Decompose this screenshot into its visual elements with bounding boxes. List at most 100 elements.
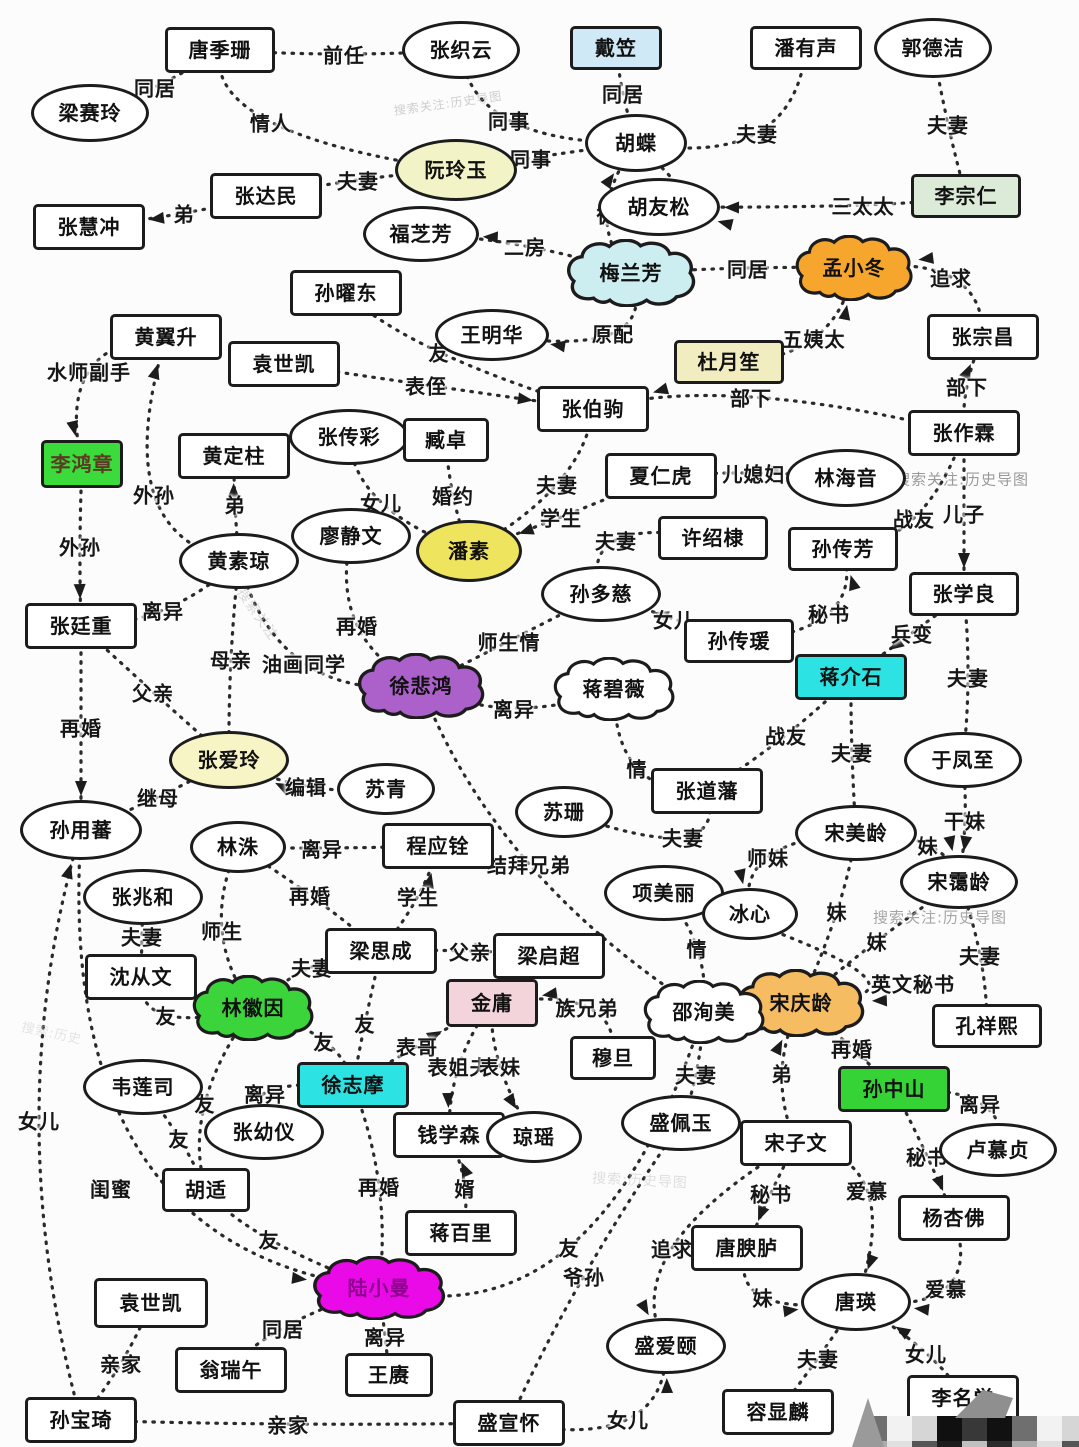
node-shen_congwen: 沈从文 [85, 954, 197, 1000]
arrowhead [542, 987, 558, 1000]
relation-label: 亲家 [100, 1352, 142, 1377]
relation-edge [727, 266, 856, 364]
relation-label: 表姐夫 [427, 1055, 491, 1080]
relation-label: 秘书 [808, 602, 850, 627]
node-label: 邵洵美 [672, 1000, 736, 1024]
relation-label: 兵变 [891, 622, 933, 647]
relation-label: 友 [558, 1236, 580, 1261]
node-label: 唐腴胪 [715, 1236, 779, 1260]
node-liang_sicheng: 梁思成 [325, 928, 437, 974]
cloud-shape [795, 235, 913, 301]
node-label: 徐志摩 [321, 1073, 385, 1097]
arrowhead [918, 251, 934, 264]
node-label: 于凤至 [931, 748, 995, 772]
arrowhead [943, 835, 956, 852]
arrowhead [227, 483, 240, 499]
arrowhead [518, 523, 535, 535]
node-label: 金庸 [471, 991, 513, 1015]
relation-label: 离异 [959, 1092, 1001, 1117]
relation-edge [344, 534, 423, 688]
node-xu_shaodi: 许绍棣 [658, 516, 768, 560]
relation-edge [854, 1216, 963, 1306]
arrowhead [636, 1299, 649, 1316]
node-zhang_zuolin: 张作霖 [908, 410, 1020, 456]
censor-mosaic-cell [937, 1441, 962, 1447]
node-label: 张幼仪 [232, 1120, 296, 1144]
node-label: 林洙 [217, 835, 259, 859]
relation-label: 再婚 [336, 614, 378, 639]
arrowhead [895, 1326, 912, 1340]
relation-label: 同居 [262, 1317, 304, 1342]
node-hu_die: 胡蝶 [585, 114, 687, 172]
relation-edge [74, 335, 168, 466]
arrowhead [442, 1092, 455, 1108]
relation-edge [799, 880, 961, 1005]
node-label: 福芝芳 [389, 222, 453, 246]
node-label: 冰心 [729, 902, 771, 926]
node-label: 盛爱颐 [634, 1334, 698, 1358]
relation-label: 编辑 [285, 775, 327, 800]
node-tang_yulu: 唐腴胪 [691, 1225, 803, 1271]
node-label: 胡适 [185, 1178, 227, 1202]
arrowhead [871, 994, 888, 1007]
relation-label: 母亲 [210, 648, 252, 673]
node-label: 张廷重 [49, 614, 113, 638]
relation-label: 结拜兄弟 [487, 853, 571, 878]
arrowhead [66, 420, 79, 436]
node-li_mingjue: 李名觉 [907, 1375, 1019, 1421]
node-label: 张道藩 [675, 779, 739, 803]
relation-label: 女儿 [905, 1342, 947, 1367]
relation-label: 婿 [454, 1177, 476, 1202]
node-label: 臧卓 [425, 428, 467, 452]
relation-label: 夫妻 [662, 826, 704, 851]
node-liang_qichao: 梁启超 [493, 933, 605, 979]
censor-mosaic-cell [1012, 1441, 1037, 1447]
censor-mosaic-cell [862, 1416, 887, 1441]
cloud-shape [737, 969, 865, 1037]
relation-label: 弟 [771, 1062, 793, 1087]
node-label: 梁思成 [349, 939, 413, 963]
node-jiang_baili: 蒋百里 [405, 1210, 517, 1256]
relation-label: 师生情 [477, 630, 541, 655]
node-label: 廖静文 [319, 524, 383, 548]
node-label: 宋子文 [764, 1131, 828, 1155]
relation-label: 弟 [173, 202, 195, 227]
node-label: 张兆和 [111, 885, 175, 909]
node-liang_sailing: 梁赛玲 [31, 84, 149, 142]
relation-edge [232, 454, 241, 563]
node-zhang_xueliang: 张学良 [909, 572, 1019, 616]
arrowhead [960, 835, 973, 852]
censor-mosaic-cell [912, 1441, 937, 1447]
censor-mosaic-cell [887, 1416, 912, 1441]
node-label: 容显麟 [746, 1400, 810, 1424]
censor-mosaic-cell [987, 1416, 1012, 1441]
arrowhead [147, 364, 160, 381]
arrowhead [73, 583, 86, 599]
node-label: 孙传瑗 [707, 629, 771, 653]
node-label: 宋霭龄 [927, 870, 991, 894]
node-label: 黄定柱 [202, 444, 266, 468]
node-huang_dingzhu: 黄定柱 [178, 433, 290, 479]
node-label: 蒋碧薇 [582, 677, 646, 701]
arrowhead [75, 781, 87, 796]
node-fu_zhifang: 福芝芳 [363, 206, 479, 262]
arrowhead [931, 1174, 944, 1191]
relation-label: 油画同学 [262, 652, 346, 677]
censor-mosaic-cell [962, 1441, 987, 1447]
arrowhead [550, 340, 566, 353]
relation-label: 弟 [224, 493, 246, 518]
node-label: 梅兰芳 [599, 261, 663, 285]
cloud-shape [357, 653, 485, 719]
relation-label: 夫妻 [959, 944, 1001, 969]
node-label: 徐悲鸿 [389, 674, 453, 698]
node-su_qing: 苏青 [337, 763, 435, 815]
relation-label: 儿媳妇 [722, 462, 786, 487]
node-song_meiling: 宋美龄 [795, 805, 917, 861]
arrowhead [473, 942, 489, 955]
node-label: 胡蝶 [615, 131, 657, 155]
relation-label: 三太太 [831, 194, 895, 219]
relation-label: 再婚 [358, 1175, 400, 1200]
node-label: 唐瑛 [835, 1290, 877, 1314]
node-label: 梁赛玲 [58, 101, 122, 125]
relation-edge [612, 687, 709, 793]
